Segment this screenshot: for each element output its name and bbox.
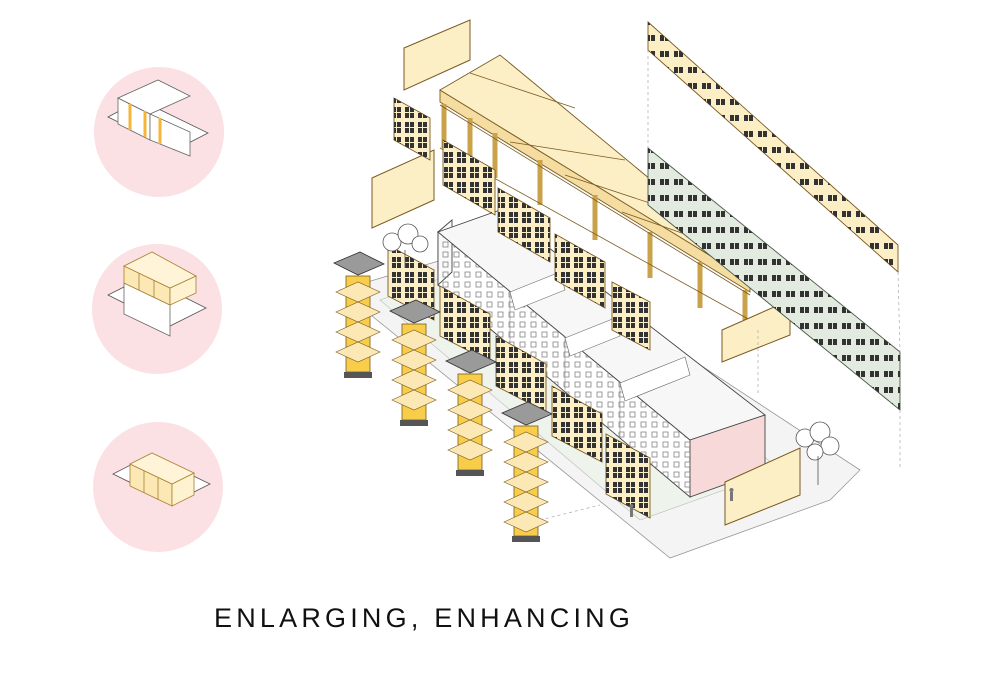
loose-timber-panel-left xyxy=(371,149,435,229)
loose-timber-panel-right xyxy=(721,299,791,363)
explosion-guide-lines xyxy=(539,50,901,521)
stair-tower-1 xyxy=(333,251,385,378)
diagram-caption: ENLARGING, ENHANCING xyxy=(214,603,635,633)
existing-building xyxy=(437,209,766,498)
stair-tower-4 xyxy=(501,401,553,542)
stair-tower-2 xyxy=(389,299,441,426)
massing-step-enlarged-icon xyxy=(92,244,222,374)
loose-timber-panel-front xyxy=(724,447,801,526)
stair-tower-3 xyxy=(445,349,497,476)
tree-right-icon xyxy=(795,421,840,485)
massing-step-original-icon xyxy=(94,67,224,197)
loose-timber-panel-top xyxy=(403,19,471,91)
front-facade-panels xyxy=(387,97,651,519)
tree-left-icon xyxy=(382,223,429,268)
massing-step-rebuilt-icon xyxy=(93,422,223,552)
people-figures-icon xyxy=(629,488,734,517)
